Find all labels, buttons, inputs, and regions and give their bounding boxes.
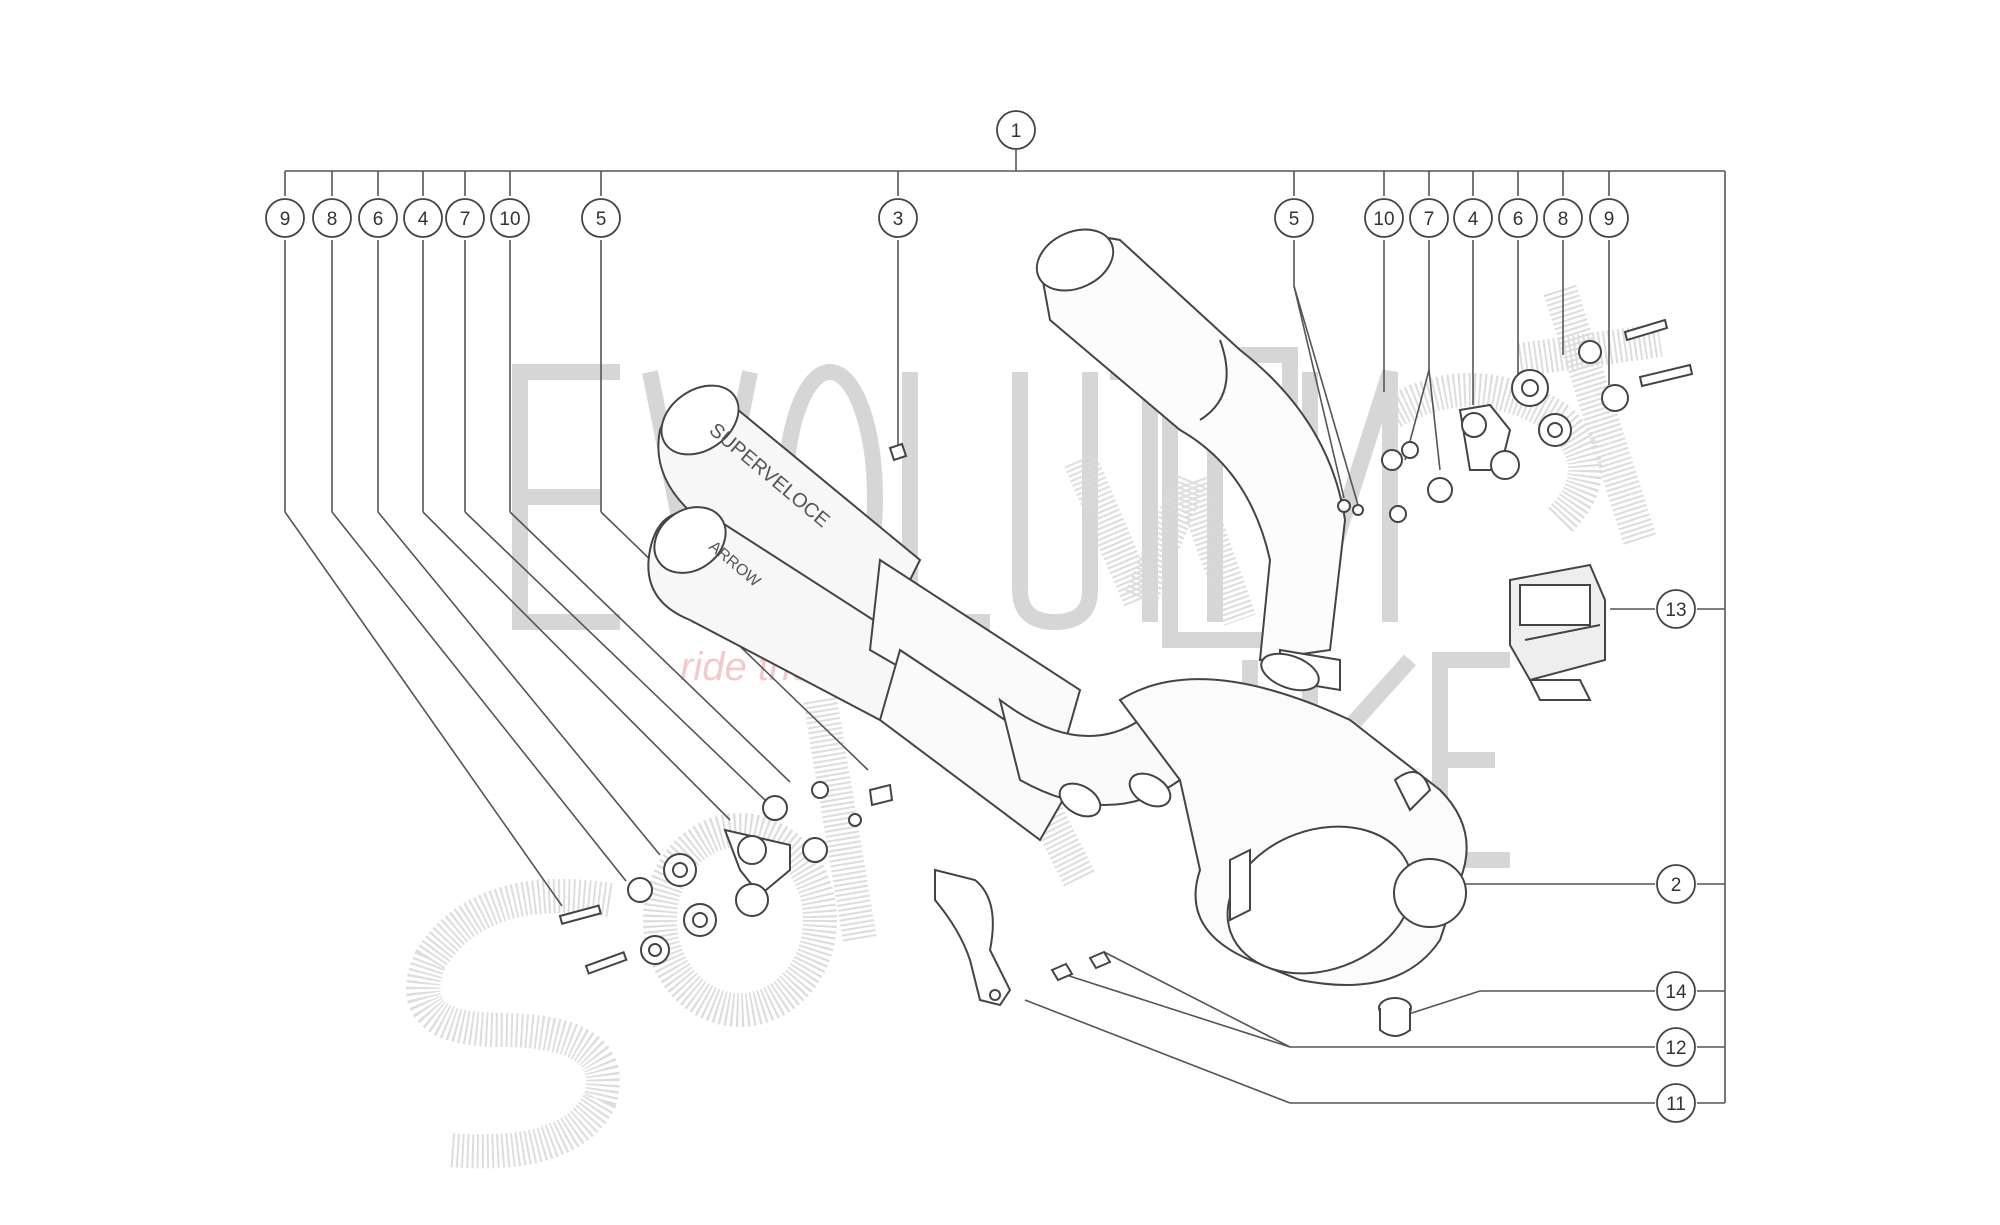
callout-circle <box>1656 864 1696 904</box>
callout-circle <box>403 198 443 238</box>
callout-number: 1 <box>1011 121 1022 142</box>
twin-silencers: SUPERVELOCE ARROW <box>647 384 1082 842</box>
callout-10: 10 <box>1364 198 1404 238</box>
callout-circle <box>581 198 621 238</box>
callout-3: 3 <box>878 198 918 238</box>
left-mount-hardware <box>558 781 894 975</box>
callout-number: 8 <box>327 209 338 230</box>
leader-lines <box>284 148 1726 1104</box>
callout-circle <box>1409 198 1449 238</box>
callout-9: 9 <box>265 198 305 238</box>
callout-number: 7 <box>1424 209 1435 230</box>
callout-12: 12 <box>1656 1027 1696 1067</box>
callout-4: 4 <box>403 198 443 238</box>
callout-6: 6 <box>358 198 398 238</box>
main-muffler <box>1118 678 1468 986</box>
callout-11: 11 <box>1656 1083 1696 1123</box>
callout-number: 6 <box>1513 209 1524 230</box>
callout-number: 4 <box>1468 209 1479 230</box>
callout-number: 5 <box>596 209 607 230</box>
callout-bubbles: 1 9 8 6 4 7 10 5 3 5 10 7 4 6 8 9 13 2 14 12 11 <box>265 110 1696 1123</box>
callout-circle <box>265 198 305 238</box>
ecu-module <box>1509 563 1606 701</box>
callout-circle <box>1656 1083 1696 1123</box>
callout-circle <box>1453 198 1493 238</box>
callout-circle <box>1656 1027 1696 1067</box>
callout-8: 8 <box>1543 198 1583 238</box>
callout-circle <box>1589 198 1629 238</box>
callout-number: 8 <box>1558 209 1569 230</box>
callout-circle <box>1656 589 1696 629</box>
right-mount-hardware <box>1337 318 1694 523</box>
callout-5: 5 <box>581 198 621 238</box>
callout-4: 4 <box>1453 198 1493 238</box>
callout-circle <box>1364 198 1404 238</box>
callout-circle <box>996 110 1036 150</box>
callout-number: 4 <box>418 209 429 230</box>
callout-5: 5 <box>1274 198 1314 238</box>
end-cap <box>1378 997 1412 1037</box>
callout-number: 10 <box>1373 209 1394 230</box>
callout-13: 13 <box>1656 589 1696 629</box>
heat-shield-bracket <box>934 868 1012 1007</box>
callout-number: 2 <box>1671 875 1682 896</box>
callout-number: 14 <box>1665 982 1687 1003</box>
callout-circle <box>445 198 485 238</box>
callout-number: 7 <box>460 209 471 230</box>
callout-number: 9 <box>280 209 291 230</box>
link-pipes <box>998 652 1320 818</box>
callout-number: 5 <box>1289 209 1300 230</box>
callout-circle <box>490 198 530 238</box>
callout-number: 3 <box>893 209 904 230</box>
callout-7: 7 <box>445 198 485 238</box>
callout-circle <box>1498 198 1538 238</box>
callout-circle <box>1274 198 1314 238</box>
callout-7: 7 <box>1409 198 1449 238</box>
callout-2: 2 <box>1656 864 1696 904</box>
callout-8: 8 <box>312 198 352 238</box>
bolts <box>1050 950 1112 982</box>
callout-number: 9 <box>1604 209 1615 230</box>
callout-number: 11 <box>1666 1094 1686 1115</box>
callout-circle <box>312 198 352 238</box>
nut-3 <box>888 442 908 462</box>
callout-circle <box>878 198 918 238</box>
callout-6: 6 <box>1498 198 1538 238</box>
callout-circle <box>1543 198 1583 238</box>
callout-number: 10 <box>499 209 520 230</box>
callout-9: 9 <box>1589 198 1629 238</box>
callout-number: 6 <box>373 209 384 230</box>
callout-circle <box>358 198 398 238</box>
exhaust-parts: SUPERVELOCE ARROW <box>558 228 1694 1037</box>
callout-14: 14 <box>1656 971 1696 1011</box>
callout-1: 1 <box>996 110 1036 150</box>
callout-number: 12 <box>1665 1038 1686 1059</box>
callout-10: 10 <box>490 198 530 238</box>
callout-number: 13 <box>1665 600 1686 621</box>
callout-circle <box>1656 971 1696 1011</box>
